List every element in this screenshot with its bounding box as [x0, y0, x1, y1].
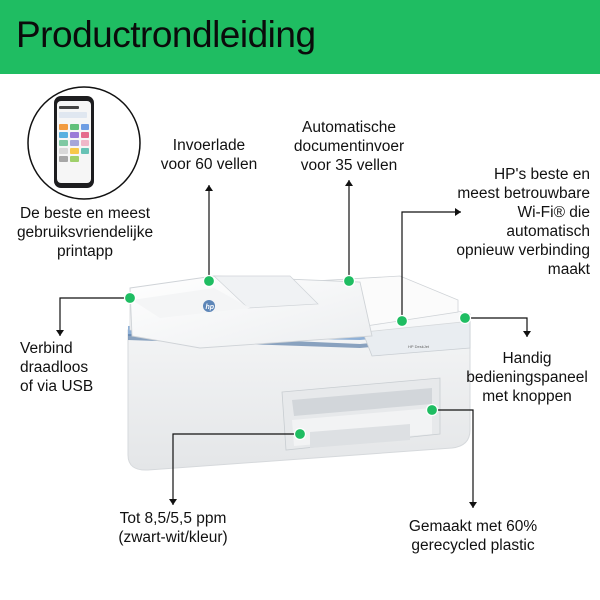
callout-wifi-line: meest betrouwbare — [457, 185, 590, 202]
callout-tray-line: Invoerlade — [172, 137, 246, 154]
callout-adf-line: voor 35 vellen — [300, 157, 398, 174]
callout-app-line: printapp — [56, 243, 113, 260]
callout-wifi-line: opnieuw verbinding — [456, 242, 590, 259]
line-end-markers — [56, 180, 531, 508]
callout-wifi-line: Wi-Fi® die — [517, 204, 590, 221]
callout-usb-line: draadloos — [20, 359, 89, 376]
phone-app-icon — [27, 86, 141, 200]
callout-recycled: Gemaakt met 60% gerecycled plastic — [384, 517, 562, 555]
callout-adf-line: documentinvoer — [293, 138, 405, 155]
callout-panel-line: met knoppen — [482, 388, 572, 405]
callout-lines — [59, 180, 528, 508]
callout-panel-line: Handig — [502, 350, 552, 367]
callout-wifi-line: HP's beste en — [493, 166, 590, 183]
callout-ppm-line: Tot 8,5/5,5 ppm — [119, 510, 227, 527]
callout-wifi: HP's beste en meest betrouwbare Wi-Fi® d… — [440, 165, 590, 279]
callout-tray: Invoerlade voor 60 vellen — [140, 136, 278, 174]
callout-ppm-line: (zwart-wit/kleur) — [118, 529, 228, 546]
callout-usb-line: of via USB — [20, 378, 94, 395]
callout-app: De beste en meest gebruiksvriendelijke p… — [6, 204, 164, 261]
callout-panel-line: bedieningspaneel — [466, 369, 588, 386]
green-dots — [123, 274, 472, 441]
callout-tray-line: voor 60 vellen — [160, 156, 258, 173]
callout-wifi-line: maakt — [547, 261, 590, 278]
callout-ppm: Tot 8,5/5,5 ppm (zwart-wit/kleur) — [98, 509, 248, 547]
callout-usb: Verbind draadloos of via USB — [20, 339, 130, 396]
page-title: Productrondleiding — [16, 14, 316, 55]
printer: HP DeskJet hp — [127, 275, 471, 471]
callout-recycled-line: Gemaakt met 60% — [408, 518, 538, 535]
callout-wifi-line: automatisch — [506, 223, 590, 240]
svg-text:HP DeskJet: HP DeskJet — [408, 344, 430, 349]
callout-adf-line: Automatische — [302, 119, 396, 136]
callout-recycled-line: gerecycled plastic — [411, 537, 535, 554]
callout-app-line: De beste en meest — [19, 205, 151, 222]
header-banner: Productrondleiding — [0, 0, 600, 74]
callout-usb-line: Verbind — [20, 340, 73, 357]
callout-adf: Automatische documentinvoer voor 35 vell… — [280, 118, 418, 175]
callout-panel: Handig bedieningspaneel met knoppen — [458, 349, 596, 406]
hp-logo-icon: hp — [203, 300, 215, 312]
callout-app-line: gebruiksvriendelijke — [16, 224, 154, 241]
svg-text:hp: hp — [206, 304, 215, 311]
